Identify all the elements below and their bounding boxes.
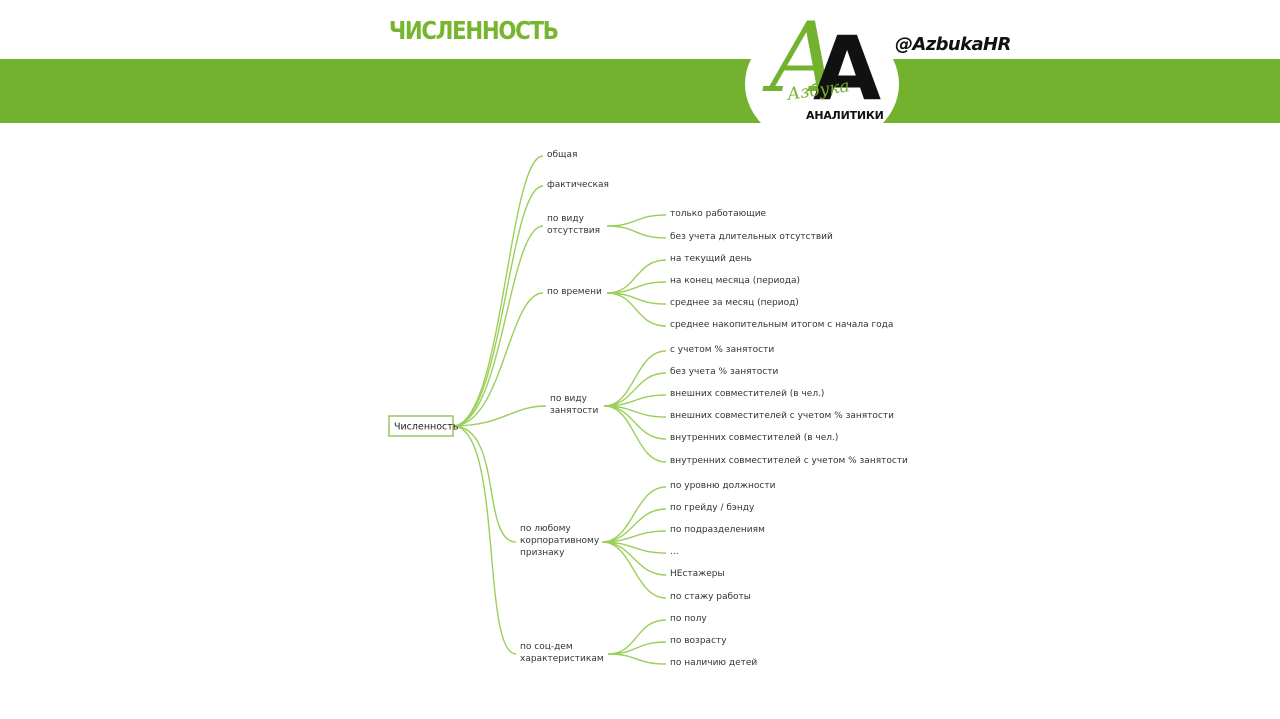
root-node-box: [388, 415, 454, 437]
header-band: [0, 59, 1280, 123]
branch-node-label: по времени: [547, 287, 602, 297]
leaf-edge: [604, 350, 667, 407]
leaf-node-label: без учета % занятости: [670, 367, 778, 377]
branch-edge: [452, 155, 544, 427]
leaf-node-label: внутренних совместителей с учетом % заня…: [670, 456, 908, 466]
logo: [745, 20, 899, 148]
leaf-edge: [602, 541, 667, 599]
leaf-edge: [607, 619, 667, 655]
leaf-edge: [606, 225, 667, 239]
leaf-node-label: без учета длительных отсутствий: [670, 232, 833, 242]
leaf-node-label: по стажу работы: [670, 592, 751, 602]
leaf-edge: [606, 214, 667, 227]
leaf-node-label: с учетом % занятости: [670, 345, 774, 355]
leaf-edge: [606, 292, 667, 327]
branch-edge: [452, 185, 544, 427]
root-node-label: Численность: [394, 422, 459, 433]
leaf-node-label: внешних совместителей (в чел.): [670, 389, 824, 399]
leaf-edge: [604, 405, 667, 463]
branch-node-label: по любому: [520, 524, 571, 534]
leaf-node-label: на текущий день: [670, 254, 752, 264]
leaf-node-label: внешних совместителей с учетом % занятос…: [670, 411, 894, 421]
branch-edge: [452, 425, 517, 655]
branch-node-label: отсутствия: [547, 226, 600, 236]
branch-node-label: по виду: [547, 214, 585, 224]
leaf-edge: [602, 486, 667, 543]
leaf-node-label: среднее за месяц (период): [670, 298, 799, 308]
branch-edge: [452, 425, 517, 543]
branch-node-label: корпоративному: [520, 536, 600, 546]
leaf-node-label: НЕстажеры: [670, 569, 725, 579]
branch-node-label: общая: [547, 150, 577, 160]
leaf-edge: [607, 653, 667, 665]
leaf-node-label: по грейду / бэнду: [670, 503, 755, 513]
logo-letter-black: А: [813, 17, 882, 120]
leaf-node-label: только работающие: [670, 209, 767, 219]
leaf-node-label: на конец месяца (периода): [670, 276, 800, 286]
leaf-node-label: по полу: [670, 614, 707, 624]
social-handle: @AzbukaHR: [895, 34, 1011, 55]
branch-node-label: характеристикам: [520, 654, 604, 664]
branch-node-label: по соц-дем: [520, 642, 573, 652]
branch-edge: [452, 225, 544, 427]
leaf-node-label: по наличию детей: [670, 658, 757, 668]
page-title: ЧИСЛЕННОСТЬ: [389, 16, 559, 45]
logo-letter-green: А: [768, 2, 841, 114]
leaf-node-label: ...: [670, 547, 679, 557]
logo-caps-text: АНАЛИТИКИ: [806, 109, 884, 122]
mindmap-edges: [452, 155, 667, 665]
leaf-node-label: по подразделениям: [670, 525, 765, 535]
branch-node-label: фактическая: [547, 180, 609, 190]
branch-node-label: по виду: [550, 394, 588, 404]
branch-edge: [452, 292, 544, 427]
leaf-node-label: внутренних совместителей (в чел.): [670, 433, 838, 443]
leaf-node-label: по уровню должности: [670, 481, 776, 491]
branch-node-label: занятости: [550, 406, 599, 416]
mindmap-nodes: Численность общая фактическая по виду отсутс…: [388, 150, 908, 668]
branch-node-label: признаку: [520, 548, 565, 558]
leaf-node-label: по возрасту: [670, 636, 727, 646]
branch-edge: [452, 405, 547, 427]
leaf-node-label: среднее накопительным итогом с начала го…: [670, 320, 893, 330]
